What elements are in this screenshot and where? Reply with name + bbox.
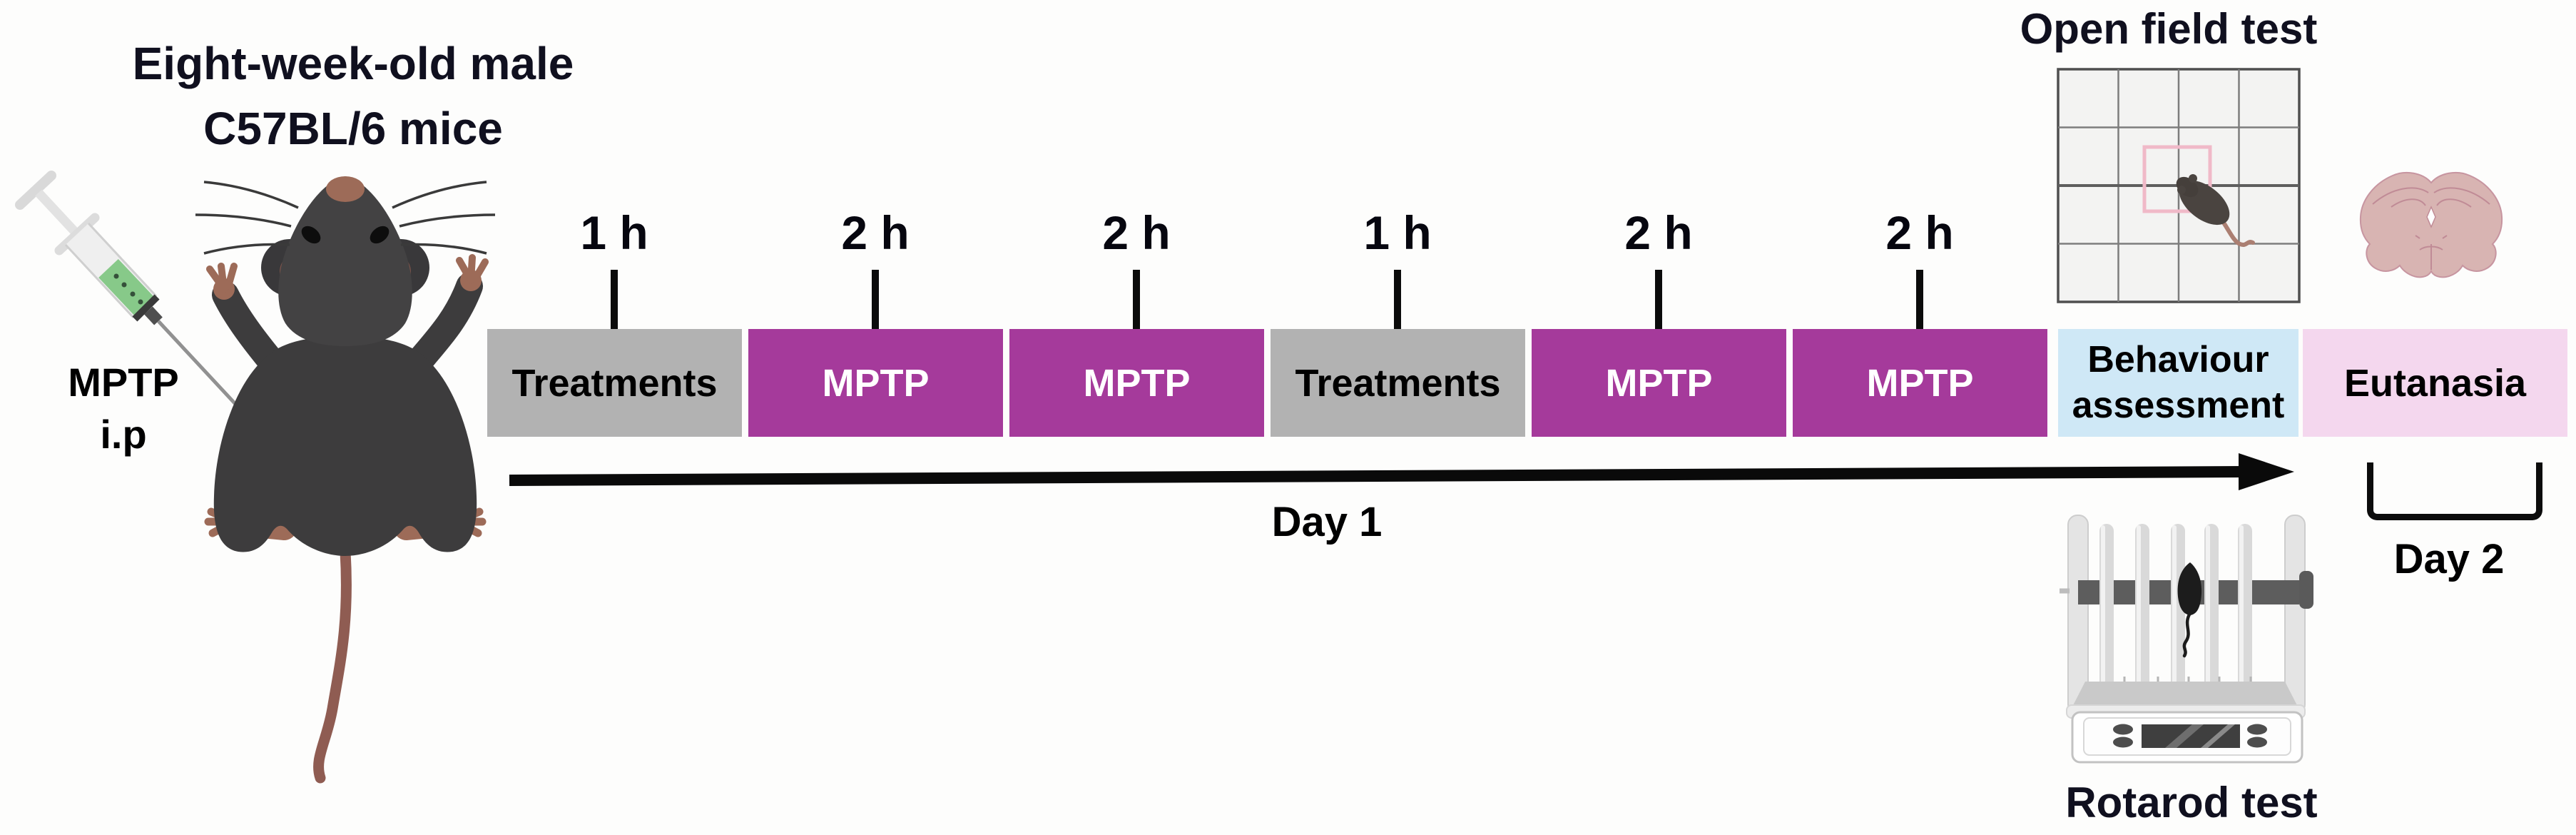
rotarod-mouse-icon (2177, 562, 2202, 658)
segment-mptp-3: MPTP (1532, 329, 1786, 437)
segment-eutanasia: Eutanasia (2303, 329, 2567, 437)
time-label-1: 1 h (580, 206, 648, 259)
rotarod-dividers (2099, 524, 2252, 691)
third-ventricle (2426, 206, 2436, 228)
mouse-whiskers (195, 181, 496, 255)
time-tick-1 (611, 270, 618, 330)
time-label-6: 2 h (1885, 206, 1954, 259)
mouse-head (278, 176, 412, 346)
c57bl6-mouse-illustration (195, 176, 496, 784)
mouse-eye-right (370, 226, 390, 244)
rotarod-title: Rotarod test (2065, 779, 2318, 826)
mouse-eye-left (301, 226, 321, 244)
time-tick-6 (1916, 270, 1923, 330)
mouse-body (213, 336, 477, 556)
segment-mptp-2: MPTP (1009, 329, 1264, 437)
control-base (2071, 711, 2303, 764)
segment-treatments-1: Treatments (487, 329, 742, 437)
subject-title: Eight-week-old male C57BL/6 mice (132, 38, 574, 154)
time-tick-2 (872, 270, 879, 330)
segment-mptp-4: MPTP (1793, 329, 2047, 437)
segment-behaviour-assessment: Behaviour assessment (2058, 329, 2298, 437)
segment-mptp-1: MPTP (748, 329, 1003, 437)
brain-internal-structures (2372, 187, 2490, 270)
brain-coronal-section-icon (2359, 171, 2503, 278)
time-label-5: 2 h (1624, 206, 1693, 259)
day1-timeline-arrow (509, 453, 2294, 490)
arena-mouse-icon (2176, 174, 2255, 247)
time-tick-5 (1655, 270, 1662, 330)
time-tick-4 (1394, 270, 1401, 330)
time-label-3: 2 h (1102, 206, 1171, 259)
time-label-2: 2 h (841, 206, 910, 259)
injection-label: MPTP i.p (68, 360, 179, 457)
open-field-arena-icon (2057, 68, 2301, 303)
day2-bracket (2367, 462, 2542, 520)
mouse-nose (326, 176, 365, 202)
arrowhead-icon (2239, 453, 2294, 490)
mouse-front-paws (206, 254, 489, 300)
time-tick-3 (1133, 270, 1140, 330)
rotarod-apparatus-icon (2060, 515, 2313, 764)
mouse-tail (313, 546, 352, 784)
day2-label: Day 2 (2393, 536, 2505, 582)
rod-knob (2299, 571, 2313, 609)
segment-treatments-2: Treatments (1271, 329, 1525, 437)
open-field-title: Open field test (2020, 5, 2318, 53)
day1-label: Day 1 (1271, 499, 1383, 545)
center-zone-outline (2142, 145, 2212, 213)
time-label-4: 1 h (1363, 206, 1432, 259)
